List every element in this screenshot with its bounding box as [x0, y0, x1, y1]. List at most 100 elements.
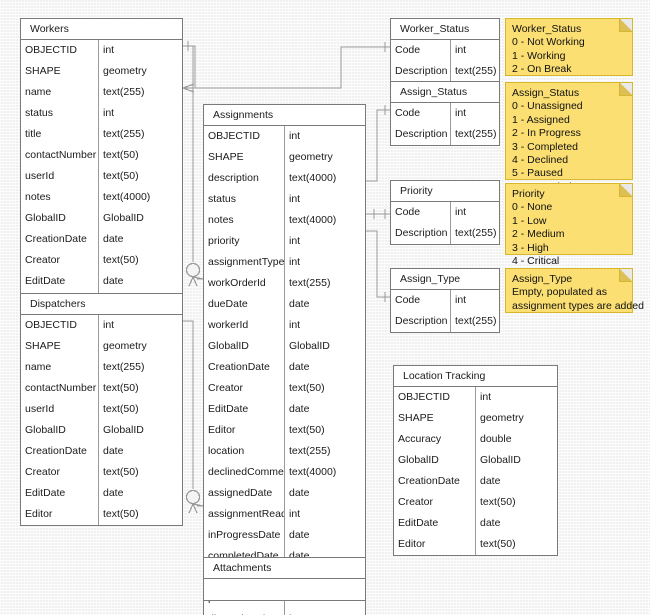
note-fold-corner-icon	[619, 83, 632, 96]
attribute-type: text(4000)	[289, 466, 337, 478]
attribute-name: status	[204, 189, 285, 210]
attribute-type: date	[289, 529, 310, 541]
attribute-row: inProgressDate date	[204, 525, 365, 546]
attribute-type: GlobalID	[103, 212, 144, 224]
attribute-type: int	[480, 391, 492, 403]
attribute-name: SHAPE	[21, 61, 99, 82]
attribute-type: text(50)	[103, 403, 139, 415]
attribute-name: Editor	[394, 534, 476, 555]
attribute-name: CreationDate	[394, 471, 476, 492]
entity-title-dispatchers: Dispatchers	[21, 294, 182, 315]
attribute-name: SHAPE	[394, 408, 476, 429]
attribute-type: date	[289, 361, 310, 373]
attribute-type: int	[289, 193, 301, 205]
attribute-name: EditDate	[21, 271, 99, 292]
attribute-type: text(255)	[455, 65, 497, 77]
attribute-type: text(255)	[103, 361, 145, 373]
attribute-row: dispatcherIdint	[204, 609, 365, 615]
note-line: 0 - None	[512, 201, 553, 214]
attribute-name: OBJECTID	[394, 387, 476, 408]
attribute-name: assignedDate	[204, 483, 285, 504]
attribute-type: int	[103, 44, 115, 56]
attribute-name: GlobalID	[21, 420, 99, 441]
attribute-row: name text(255)	[21, 357, 182, 378]
attribute-type: text(4000)	[103, 191, 151, 203]
attribute-name: title	[21, 124, 99, 145]
attribute-type: int	[289, 319, 301, 331]
attribute-type: text(255)	[289, 445, 331, 457]
note-fold-corner-icon	[619, 19, 632, 32]
entity-body-attachments	[204, 579, 365, 600]
attribute-type: geometry	[103, 65, 147, 77]
attribute-name: name	[21, 357, 99, 378]
note-line: 2 - In Progress	[512, 127, 581, 140]
entity-attachments[interactable]: Attachments	[203, 557, 366, 601]
attribute-name: inProgressDate	[204, 525, 285, 546]
attribute-name: workerId	[204, 315, 285, 336]
attribute-type: text(255)	[289, 277, 331, 289]
entity-title-workers: Workers	[21, 19, 182, 40]
attribute-name: assignmentRead	[204, 504, 285, 525]
attribute-name: userId	[21, 166, 99, 187]
attribute-name: assignmentType	[204, 252, 285, 273]
attribute-name: contactNumber	[21, 378, 99, 399]
attribute-type: text(255)	[455, 227, 497, 239]
attribute-name: Creator	[204, 378, 285, 399]
attribute-type: int	[455, 44, 467, 56]
attribute-type: text(4000)	[289, 172, 337, 184]
attribute-type: int	[289, 130, 301, 142]
attribute-type: text(50)	[103, 508, 139, 520]
link-workers-status	[183, 45, 390, 89]
attribute-name: OBJECTID	[204, 126, 285, 147]
attribute-row: title text(255)	[21, 124, 182, 145]
note-line: assignment types are added	[512, 299, 644, 312]
attribute-name: Description	[391, 311, 451, 332]
note-line: 5 - Paused	[512, 167, 563, 180]
attribute-type: GlobalID	[480, 454, 521, 466]
note-line: 2 - On Break	[512, 63, 572, 76]
attribute-type: text(255)	[103, 128, 145, 140]
note-fold-corner-icon	[619, 269, 632, 282]
attribute-type: int	[285, 609, 365, 615]
attribute-type: double	[480, 433, 512, 445]
attribute-name: status	[21, 103, 99, 124]
attribute-type: int	[103, 107, 115, 119]
attribute-type: geometry	[289, 151, 333, 163]
attribute-name: EditDate	[394, 513, 476, 534]
crowfoot-workers-status	[182, 83, 195, 93]
attribute-name: notes	[21, 187, 99, 208]
attribute-name: name	[21, 82, 99, 103]
